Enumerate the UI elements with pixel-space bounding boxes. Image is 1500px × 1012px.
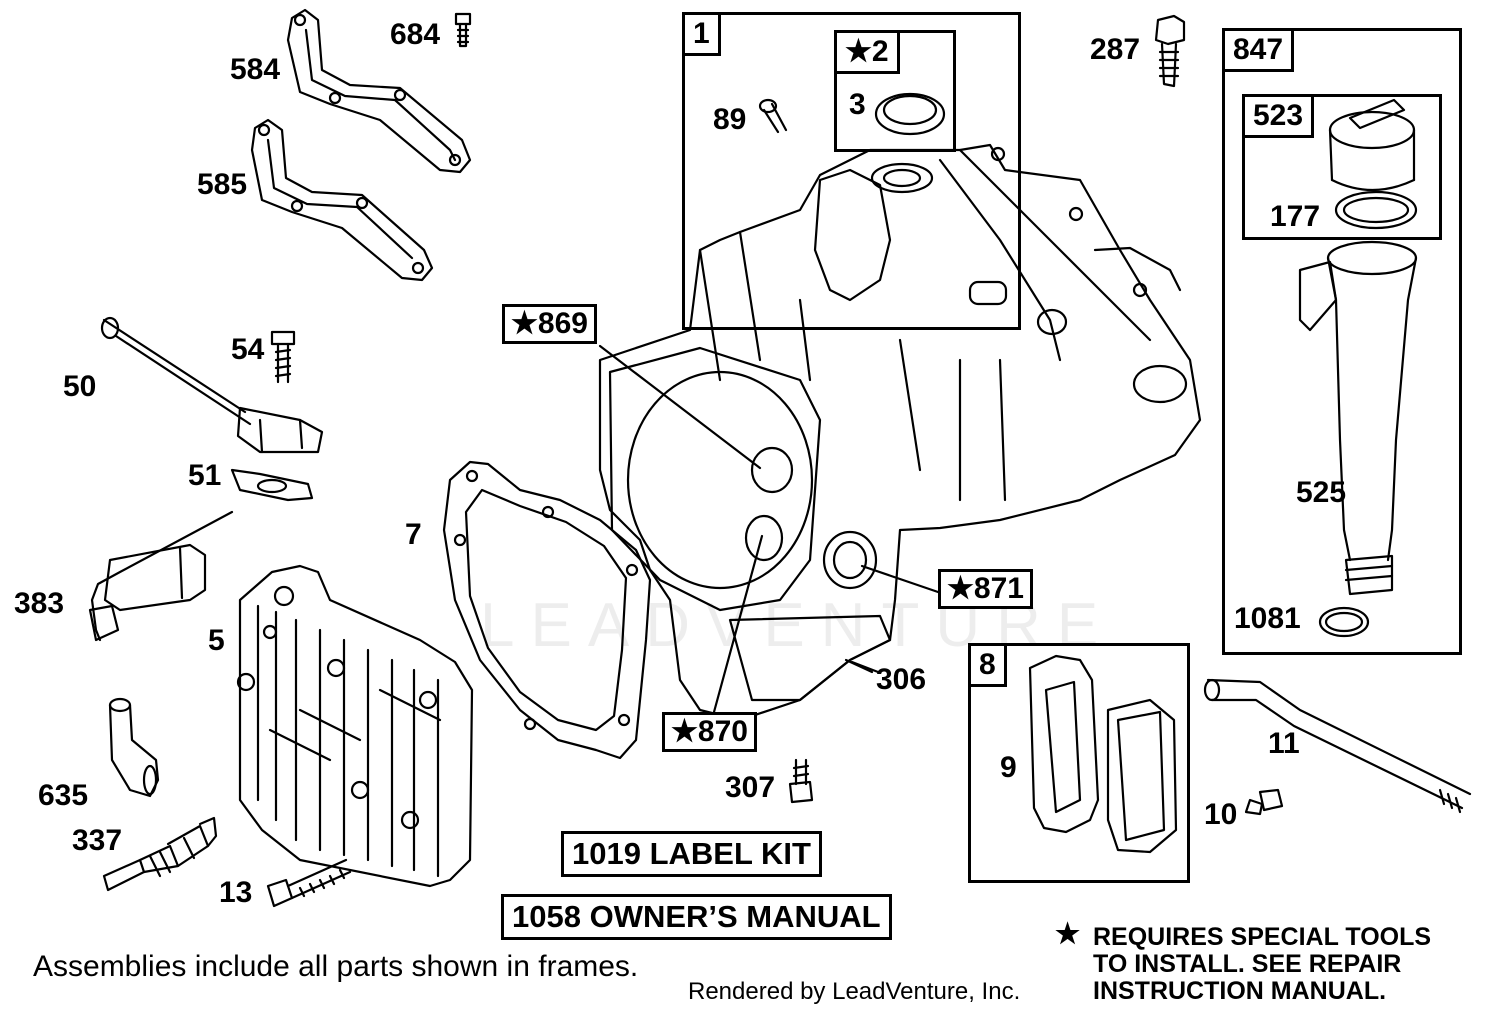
leader-870 <box>712 534 764 714</box>
callout-585[interactable]: 585 <box>197 168 248 201</box>
special-tools-line-2: TO INSTALL. SEE REPAIR <box>1093 950 1402 978</box>
frame-assembly-523: 523 <box>1242 94 1442 240</box>
dipstick-cap-523-drawing <box>1328 98 1416 192</box>
frame-2-tag: ★2 <box>834 30 900 74</box>
frame-assembly-847: 847 <box>1222 28 1462 655</box>
callout-684[interactable]: 684 <box>390 18 441 51</box>
gasket-584-drawing <box>286 8 472 174</box>
ground-wire-383-drawing <box>88 510 234 642</box>
special-tools-line-3: INSTRUCTION MANUAL. <box>1093 977 1387 1005</box>
callout-51[interactable]: 51 <box>188 459 222 492</box>
owners-manual-box[interactable]: 1058 OWNER’S MANUAL <box>501 894 892 940</box>
callout-337[interactable]: 337 <box>72 824 123 857</box>
tube-11-drawing <box>1203 678 1472 814</box>
screw-307-drawing <box>788 758 814 804</box>
cylinder-head-5-drawing <box>236 564 474 888</box>
callout-525[interactable]: 525 <box>1296 476 1347 509</box>
leader-871 <box>860 564 940 594</box>
callout-383[interactable]: 383 <box>14 587 65 620</box>
callout-11[interactable]: 11 <box>1268 727 1300 760</box>
leader-869 <box>598 344 762 470</box>
seal-3-drawing <box>874 92 946 136</box>
frame-8-tag: 8 <box>968 643 1007 687</box>
special-tools-text: REQUIRES SPECIAL TOOLS TO INSTALL. SEE R… <box>1093 924 1431 1005</box>
callout-89[interactable]: 89 <box>713 103 747 136</box>
elbow-635-drawing <box>108 697 160 798</box>
callout-1081[interactable]: 1081 <box>1234 602 1301 635</box>
screw-54-drawing <box>270 330 296 384</box>
breather-gasket-9-drawing <box>1028 654 1178 854</box>
o-ring-1081-drawing <box>1318 606 1370 638</box>
assemblies-note: Assemblies include all parts shown in fr… <box>33 950 639 983</box>
callout-870[interactable]: ★870 <box>662 712 757 752</box>
callout-3[interactable]: 3 <box>849 88 866 121</box>
callout-54[interactable]: 54 <box>231 333 265 366</box>
callout-177[interactable]: 177 <box>1270 200 1321 233</box>
frame-523-tag: 523 <box>1242 94 1315 138</box>
callout-50[interactable]: 50 <box>63 370 97 403</box>
callout-869[interactable]: ★869 <box>502 304 597 344</box>
callout-306[interactable]: 306 <box>876 663 927 696</box>
screw-287-drawing <box>1154 14 1186 88</box>
head-gasket-7-drawing <box>442 460 652 760</box>
dipstick-tube-525-drawing <box>1298 240 1418 596</box>
o-ring-177-drawing <box>1334 190 1418 230</box>
callout-635[interactable]: 635 <box>38 779 89 812</box>
special-tools-line-1: REQUIRES SPECIAL TOOLS <box>1093 923 1432 951</box>
frame-assembly-2: ★2 <box>834 30 956 152</box>
screw-10-drawing <box>1244 788 1284 816</box>
screw-684-drawing <box>454 12 472 48</box>
rendered-by-note: Rendered by LeadVenture, Inc. <box>688 978 1021 1005</box>
callout-871[interactable]: ★871 <box>938 569 1033 609</box>
cylinder-block-1-drawing <box>598 143 1202 722</box>
gasket-585-drawing <box>250 118 434 282</box>
callout-9[interactable]: 9 <box>1000 751 1017 784</box>
callout-307[interactable]: 307 <box>725 771 776 804</box>
gasket-51-drawing <box>230 468 314 502</box>
star-icon: ★ <box>1055 918 1081 949</box>
callout-287[interactable]: 287 <box>1090 33 1141 66</box>
frame-1-tag: 1 <box>682 12 721 56</box>
frame-assembly-1: 1 <box>682 12 1021 330</box>
callout-7[interactable]: 7 <box>405 518 422 551</box>
callout-584[interactable]: 584 <box>230 53 281 86</box>
callout-5[interactable]: 5 <box>208 624 225 657</box>
frame-assembly-8: 8 <box>968 643 1190 883</box>
screw-89-drawing <box>758 98 788 134</box>
leader-306 <box>844 658 874 674</box>
spark-plug-337-drawing <box>102 816 218 892</box>
callout-10[interactable]: 10 <box>1204 798 1238 831</box>
callout-13[interactable]: 13 <box>219 876 253 909</box>
bolt-13-drawing <box>266 858 352 908</box>
breather-tube-50-drawing <box>100 316 324 454</box>
label-kit-box[interactable]: 1019 LABEL KIT <box>561 831 822 877</box>
frame-847-tag: 847 <box>1222 28 1295 72</box>
